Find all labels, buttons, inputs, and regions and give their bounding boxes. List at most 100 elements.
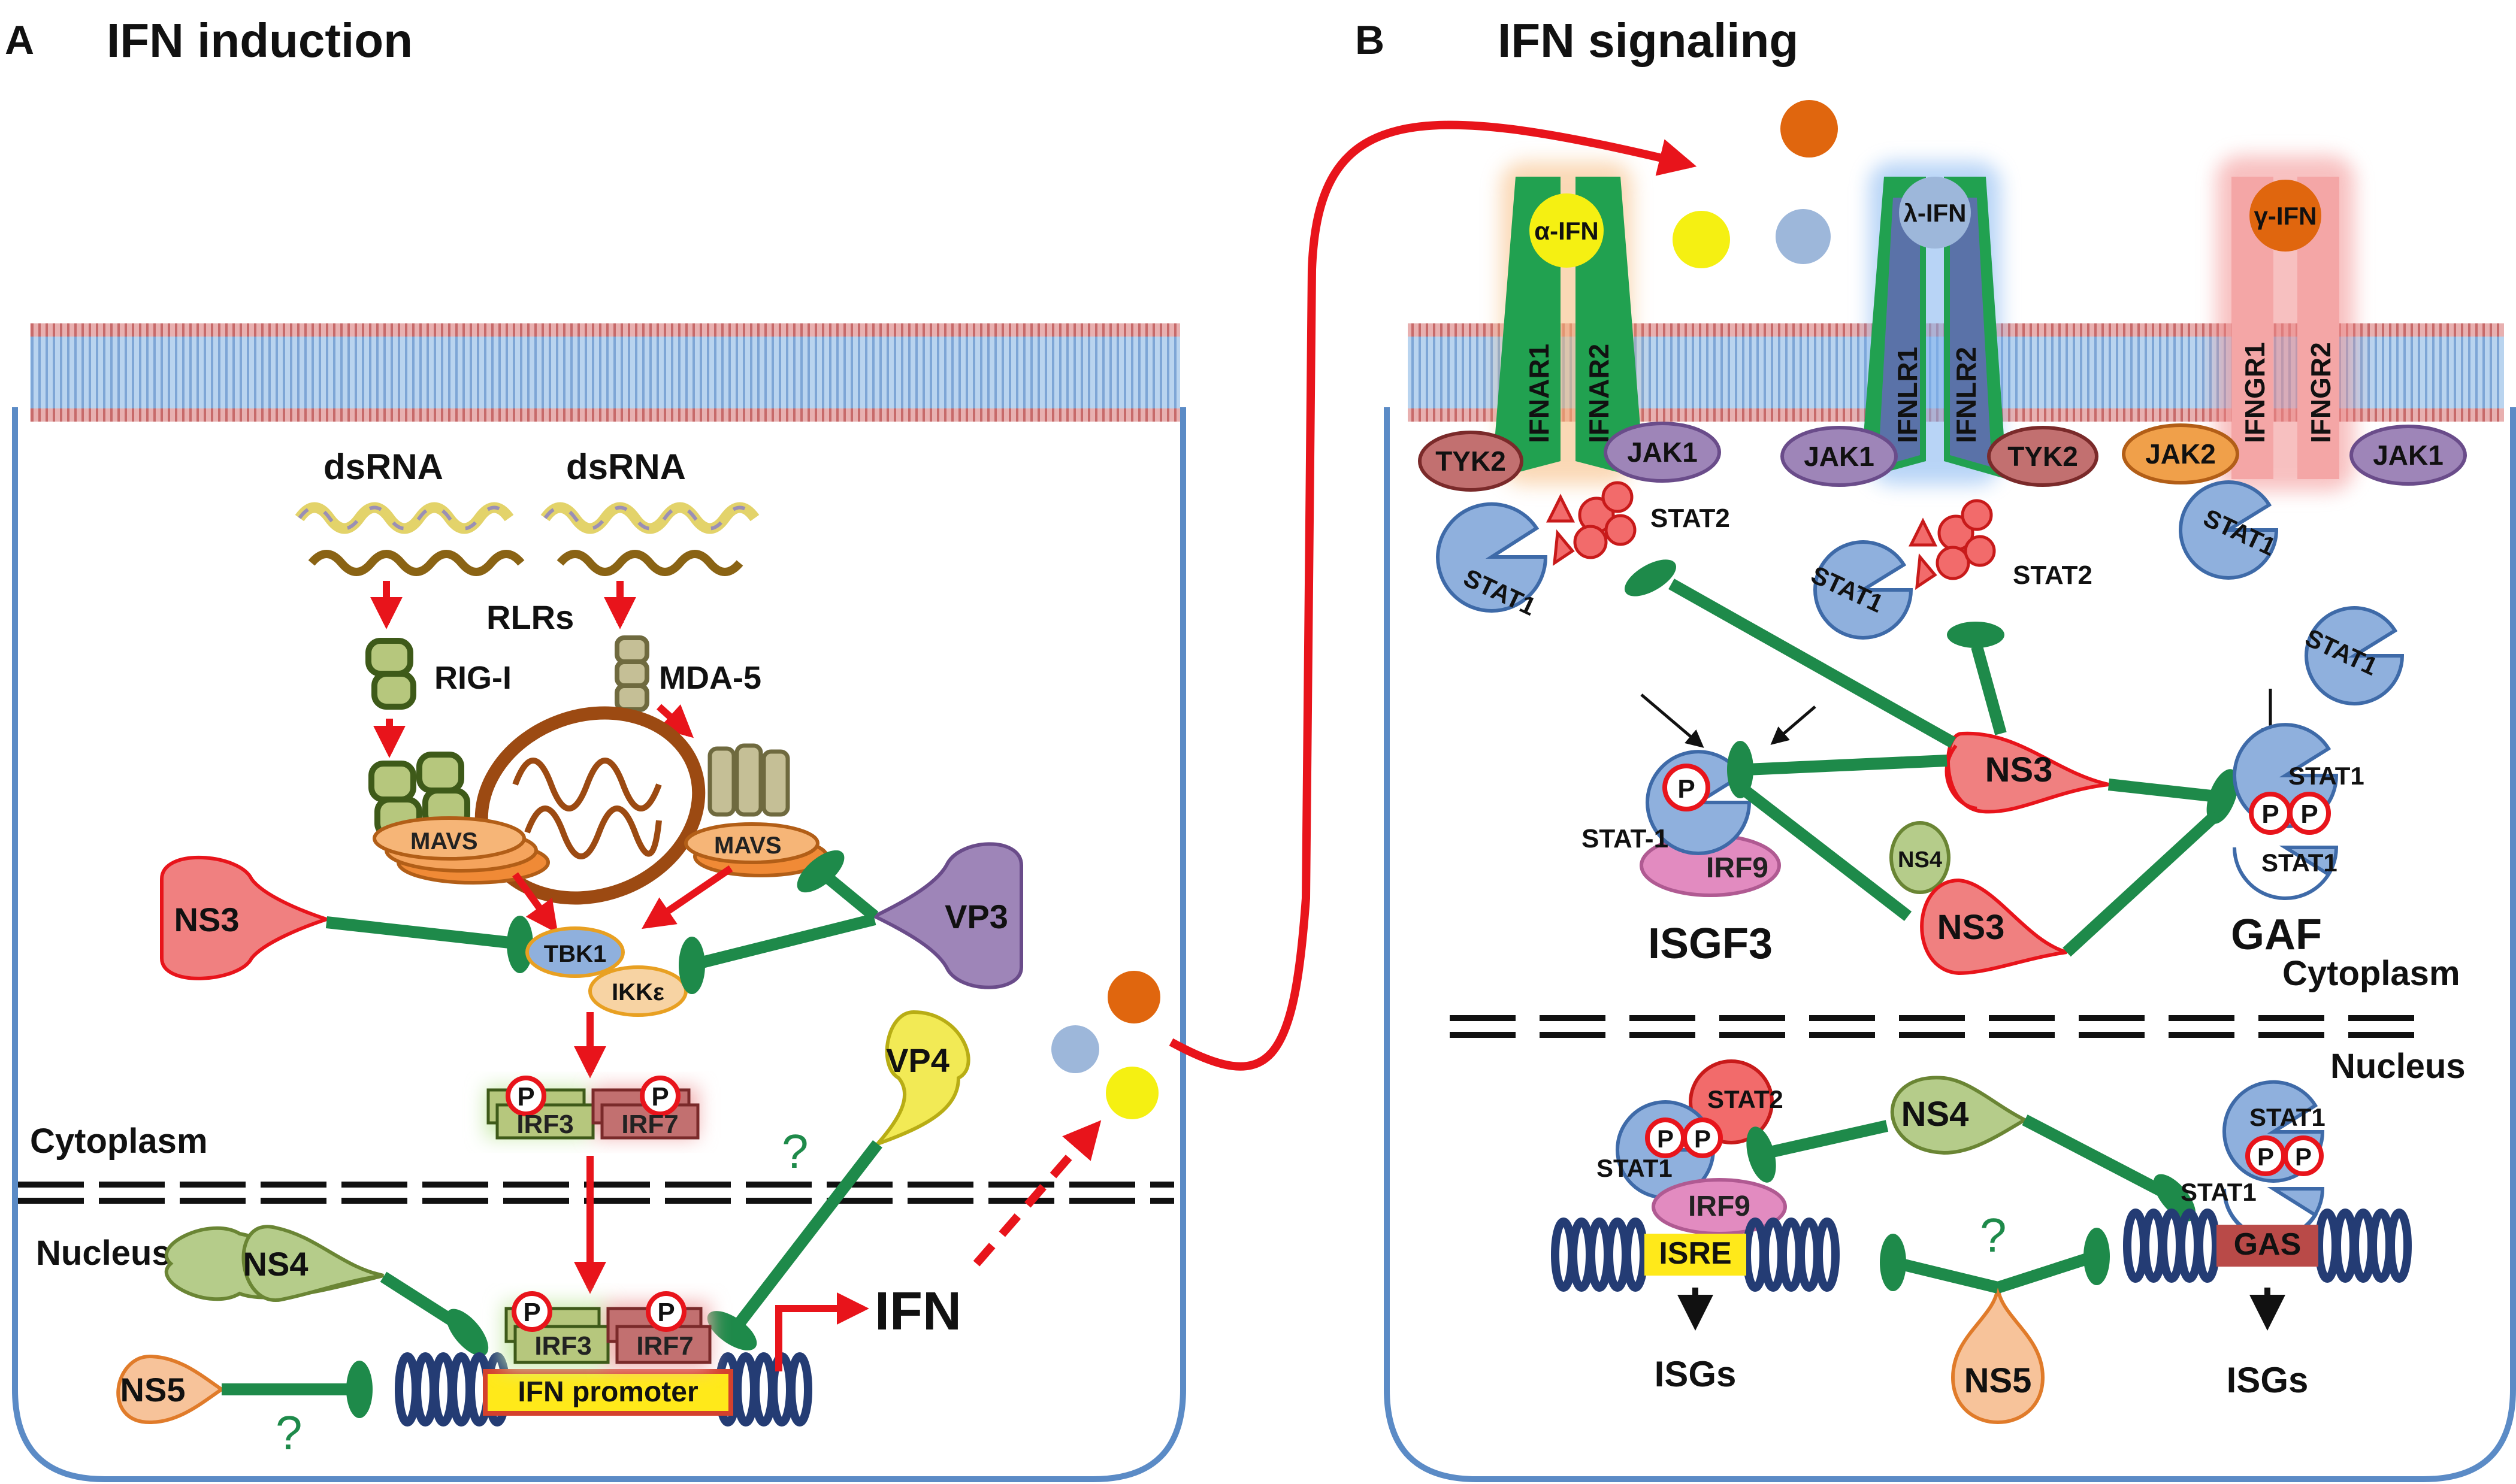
isre-stat1-label: STAT1 (1596, 1154, 1673, 1182)
irf3-label: IRF3 (516, 1110, 573, 1139)
ns3-b-lower (1920, 878, 2067, 976)
mda5-mavs-cluster (684, 743, 828, 877)
gaf-p-label-2: P (2300, 799, 2318, 829)
isgf3-p-label: P (1677, 774, 1695, 804)
ifnlr2-label: IFNLR2 (1950, 347, 1982, 443)
gas-box (2216, 1225, 2318, 1267)
gamma-ifn-label: γ-IFN (2254, 202, 2317, 230)
ifngr2-label: IFNGR2 (2305, 342, 2336, 443)
ifn-secretion-arrow (973, 1120, 1102, 1267)
ns4-b-small-label: NS4 (1898, 847, 1942, 873)
rig-i-protein (365, 638, 416, 710)
nuclear-membrane-b (1450, 1015, 2420, 1038)
jak1-ifngr (2349, 425, 2467, 486)
ns4-b (1890, 1076, 2029, 1155)
ns4-left (164, 1225, 384, 1302)
stat2-cluster-1 (1546, 481, 1637, 567)
ns3-tbk1-inhibition (325, 916, 516, 949)
dna-isre (1551, 1218, 1840, 1292)
dna-gas (2123, 1209, 2412, 1283)
ifngr1-label: IFNGR1 (2239, 342, 2270, 443)
lambda-ifn-ligand (1899, 177, 1971, 249)
jak1-ifngr-label: JAK1 (2373, 440, 2444, 471)
ns3-gaf-inhibition (2107, 779, 2218, 802)
irf7-nuc-label: IRF7 (636, 1331, 693, 1361)
ns5-gas-inhibition (1995, 1252, 2093, 1294)
vp4-question: ? (782, 1125, 809, 1178)
ns5-left (116, 1354, 225, 1425)
panel-a-letter: A (5, 17, 34, 63)
mavs-label-1: MAVS (410, 828, 478, 855)
free-ifn-yellow (1673, 211, 1730, 268)
gaf-label: GAF (2231, 911, 2322, 959)
ns3-b-upper-label: NS3 (1985, 750, 2053, 789)
isgs-label-right: ISGs (2227, 1360, 2309, 1400)
cytoplasm-label-a: Cytoplasm (30, 1122, 208, 1161)
isgf3-complex (1640, 750, 1781, 897)
stat-1-label: STAT-1 (1581, 824, 1668, 853)
ns5-b-question: ? (1980, 1209, 2007, 1262)
gas-stat1-top: STAT1 (2249, 1103, 2326, 1131)
mitochondrion (474, 706, 706, 905)
panel-b: B IFN signaling α-IFN IFNAR1 IFNAR2 (1355, 14, 2516, 1482)
gas-p-label-2: P (2295, 1143, 2312, 1171)
irf3-nuc-p-label: P (523, 1298, 540, 1327)
ns4-isre-inhibition (1765, 1120, 1889, 1159)
dsrna-label-1: dsRNA (323, 447, 443, 487)
isgs-label-left: ISGs (1655, 1354, 1737, 1394)
vp3-ikke-inhibition (693, 913, 876, 970)
nucleus-label-b: Nucleus (2330, 1047, 2466, 1086)
ifnlr-receptor (1860, 162, 2007, 485)
ns4-b-label: NS4 (1901, 1095, 1969, 1134)
vp4-label: VP4 (886, 1041, 949, 1079)
panel-b-letter: B (1355, 17, 1384, 63)
ns5-question: ? (276, 1406, 303, 1459)
ns3-left-label: NS3 (174, 901, 240, 938)
ns5-isre-inhibition (1897, 1258, 2000, 1294)
jak1-ifnar-label: JAK1 (1627, 437, 1698, 468)
rig-i-mavs-cluster (368, 752, 550, 885)
isre-p-label-1: P (1657, 1125, 1674, 1153)
ns3-lower-isgf3-inhibition (1733, 780, 1912, 921)
vp4 (872, 1010, 970, 1148)
ifnar1-label: IFNAR1 (1523, 344, 1555, 443)
gas-complex (2222, 1080, 2325, 1241)
irf9-nuc-label: IRF9 (1688, 1191, 1750, 1222)
tbk1-label: TBK1 (544, 941, 606, 967)
free-ifn-orange (1780, 100, 1838, 158)
tyk2-ifnar (1418, 431, 1523, 492)
ns3-lower-gaf-inhibition (2063, 810, 2221, 957)
ifnlr1-label: IFNLR1 (1892, 347, 1923, 443)
panel-b-title: IFN signaling (1498, 14, 1798, 67)
cell-outline-b (1384, 407, 2516, 1482)
stat2-label-1: STAT2 (1650, 504, 1730, 533)
jak2-ifngr (2122, 423, 2239, 484)
irf3-p-label: P (517, 1082, 534, 1112)
ikke-label: IKKε (612, 979, 664, 1006)
isre-p-label-2: P (1694, 1125, 1711, 1153)
nucleus-label-a: Nucleus (36, 1234, 171, 1273)
irf7-p-label: P (651, 1082, 669, 1112)
isgf3-label: ISGF3 (1648, 920, 1773, 968)
tyk2-ifnlr-label: TYK2 (2007, 441, 2078, 472)
dsrna-strand-1 (295, 502, 525, 576)
ns4-gas-inhibition (2022, 1114, 2172, 1200)
isre-complex (1615, 1059, 1787, 1235)
vp3-mavs-inhibition (819, 870, 879, 921)
ns3-left (160, 856, 332, 980)
gas-label: GAS (2234, 1227, 2302, 1262)
irf7-label: IRF7 (621, 1110, 678, 1139)
gaf-complex (2232, 723, 2339, 900)
vp3 (870, 842, 1023, 989)
ifn-molecule-orange (1108, 971, 1160, 1023)
cell-membrane-a (30, 323, 1180, 422)
gaf-stat1-top: STAT1 (2288, 762, 2364, 790)
rig-i-label: RIG-I (434, 660, 512, 696)
gas-p-label-1: P (2257, 1143, 2274, 1171)
isre-label: ISRE (1659, 1236, 1731, 1271)
dsrna-strand-2 (540, 502, 760, 576)
ifn-label: IFN (875, 1282, 961, 1341)
rlrs-label: RLRs (486, 598, 574, 636)
lambda-ifn-label: λ-IFN (1904, 199, 1967, 227)
